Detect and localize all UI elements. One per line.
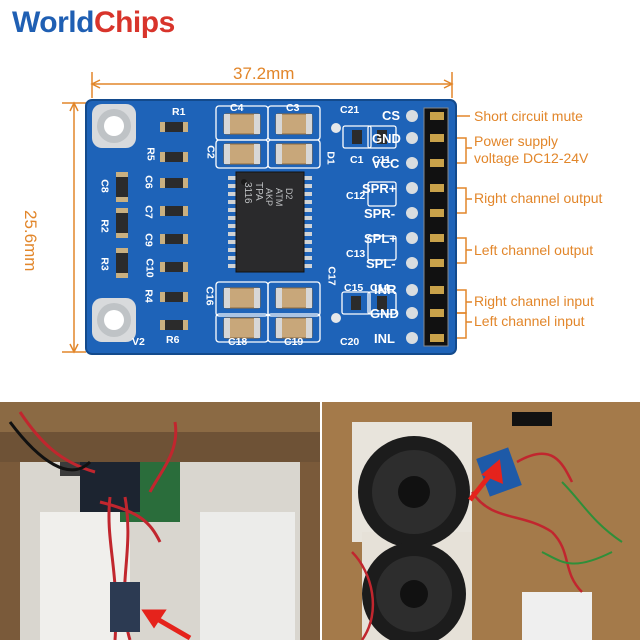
silk-c2: C2 [204, 145, 217, 159]
pin-label-spl-minus: SPL- [366, 256, 396, 271]
silk-c6: C6 [142, 175, 155, 189]
pin-label-spr-plus: SPR+ [362, 181, 397, 196]
silk-c21: C21 [340, 104, 360, 116]
chip-marking-line: ATM [274, 188, 284, 207]
silk-c7: C7 [142, 205, 155, 219]
silk-c12: C12 [346, 190, 366, 202]
silk-d1: D1 [324, 151, 337, 165]
silk-c20: C20 [340, 336, 360, 348]
brand-logo: WorldChips [12, 6, 175, 40]
callout-power-line2: voltage DC12-24V [474, 150, 589, 166]
silk-r1: R1 [172, 106, 186, 118]
silk-c16: C16 [203, 286, 216, 306]
mounting-hole-top-left [92, 104, 136, 148]
pin-label-inl: INL [374, 331, 395, 346]
callout-left-output: Left channel output [474, 242, 594, 258]
silk-c1: C1 [350, 154, 364, 166]
silk-r4: R4 [142, 289, 155, 303]
chip-marking-2: D2 ATM AKP [264, 188, 294, 248]
silk-r5: R5 [144, 147, 157, 161]
pin-label-gnd-input: GND [370, 306, 399, 321]
silk-c4: C4 [230, 102, 244, 114]
callout-left-input: Left channel input [474, 313, 585, 329]
chip-marking-line: TPA [253, 182, 264, 201]
silk-r2: R2 [98, 219, 111, 233]
callout-right-input: Right channel input [474, 293, 594, 309]
speakers-wiring-photo [322, 402, 640, 640]
chip-marking-line: 3116 [242, 182, 253, 204]
brand-word-world: World [12, 6, 94, 39]
silk-c11: C11 [372, 154, 391, 166]
chip-marking-line: AKP [264, 188, 274, 207]
silk-c14: C14 [370, 282, 390, 294]
brand-word-chips: Chips [93, 6, 175, 39]
silk-c13: C13 [346, 248, 366, 260]
chip-marking: TPA 3116 [242, 182, 264, 242]
silk-c9: C9 [142, 233, 155, 247]
silk-c15: C15 [344, 282, 364, 294]
chip-marking-line: D2 [284, 188, 294, 200]
pin-label-cs: CS [382, 108, 401, 123]
pin-label-vcc: VCC [372, 156, 400, 171]
installed-board-photo [0, 402, 320, 640]
callout-mute: Short circuit mute [474, 108, 583, 124]
silk-c10: C10 [143, 258, 156, 278]
red-arrow [141, 609, 192, 640]
width-dimension-label: 37.2mm [233, 64, 295, 83]
mounting-hole-bottom-left [92, 298, 136, 342]
red-arrow [468, 459, 504, 502]
pin-label-spl-plus: SPL+ [364, 231, 397, 246]
silk-c8: C8 [98, 179, 111, 193]
amplifier-chip [235, 171, 305, 273]
silk-v2: V2 [132, 336, 145, 348]
callout-power-line1: Power supply [474, 133, 559, 149]
silk-c3: C3 [286, 102, 300, 114]
pin-label-spr-minus: SPR- [364, 206, 396, 221]
silk-r6: R6 [166, 334, 180, 346]
silk-c17: C17 [325, 266, 338, 286]
amplifier-board [85, 99, 457, 355]
callout-right-output: Right channel output [474, 190, 603, 206]
silk-r3: R3 [98, 257, 111, 271]
dimension-lines [62, 72, 472, 354]
pin-label-inr: INR [374, 282, 397, 297]
silk-c18: C18 [228, 336, 248, 348]
silk-c19: C19 [284, 336, 304, 348]
pin-label-gnd: GND [372, 131, 401, 146]
